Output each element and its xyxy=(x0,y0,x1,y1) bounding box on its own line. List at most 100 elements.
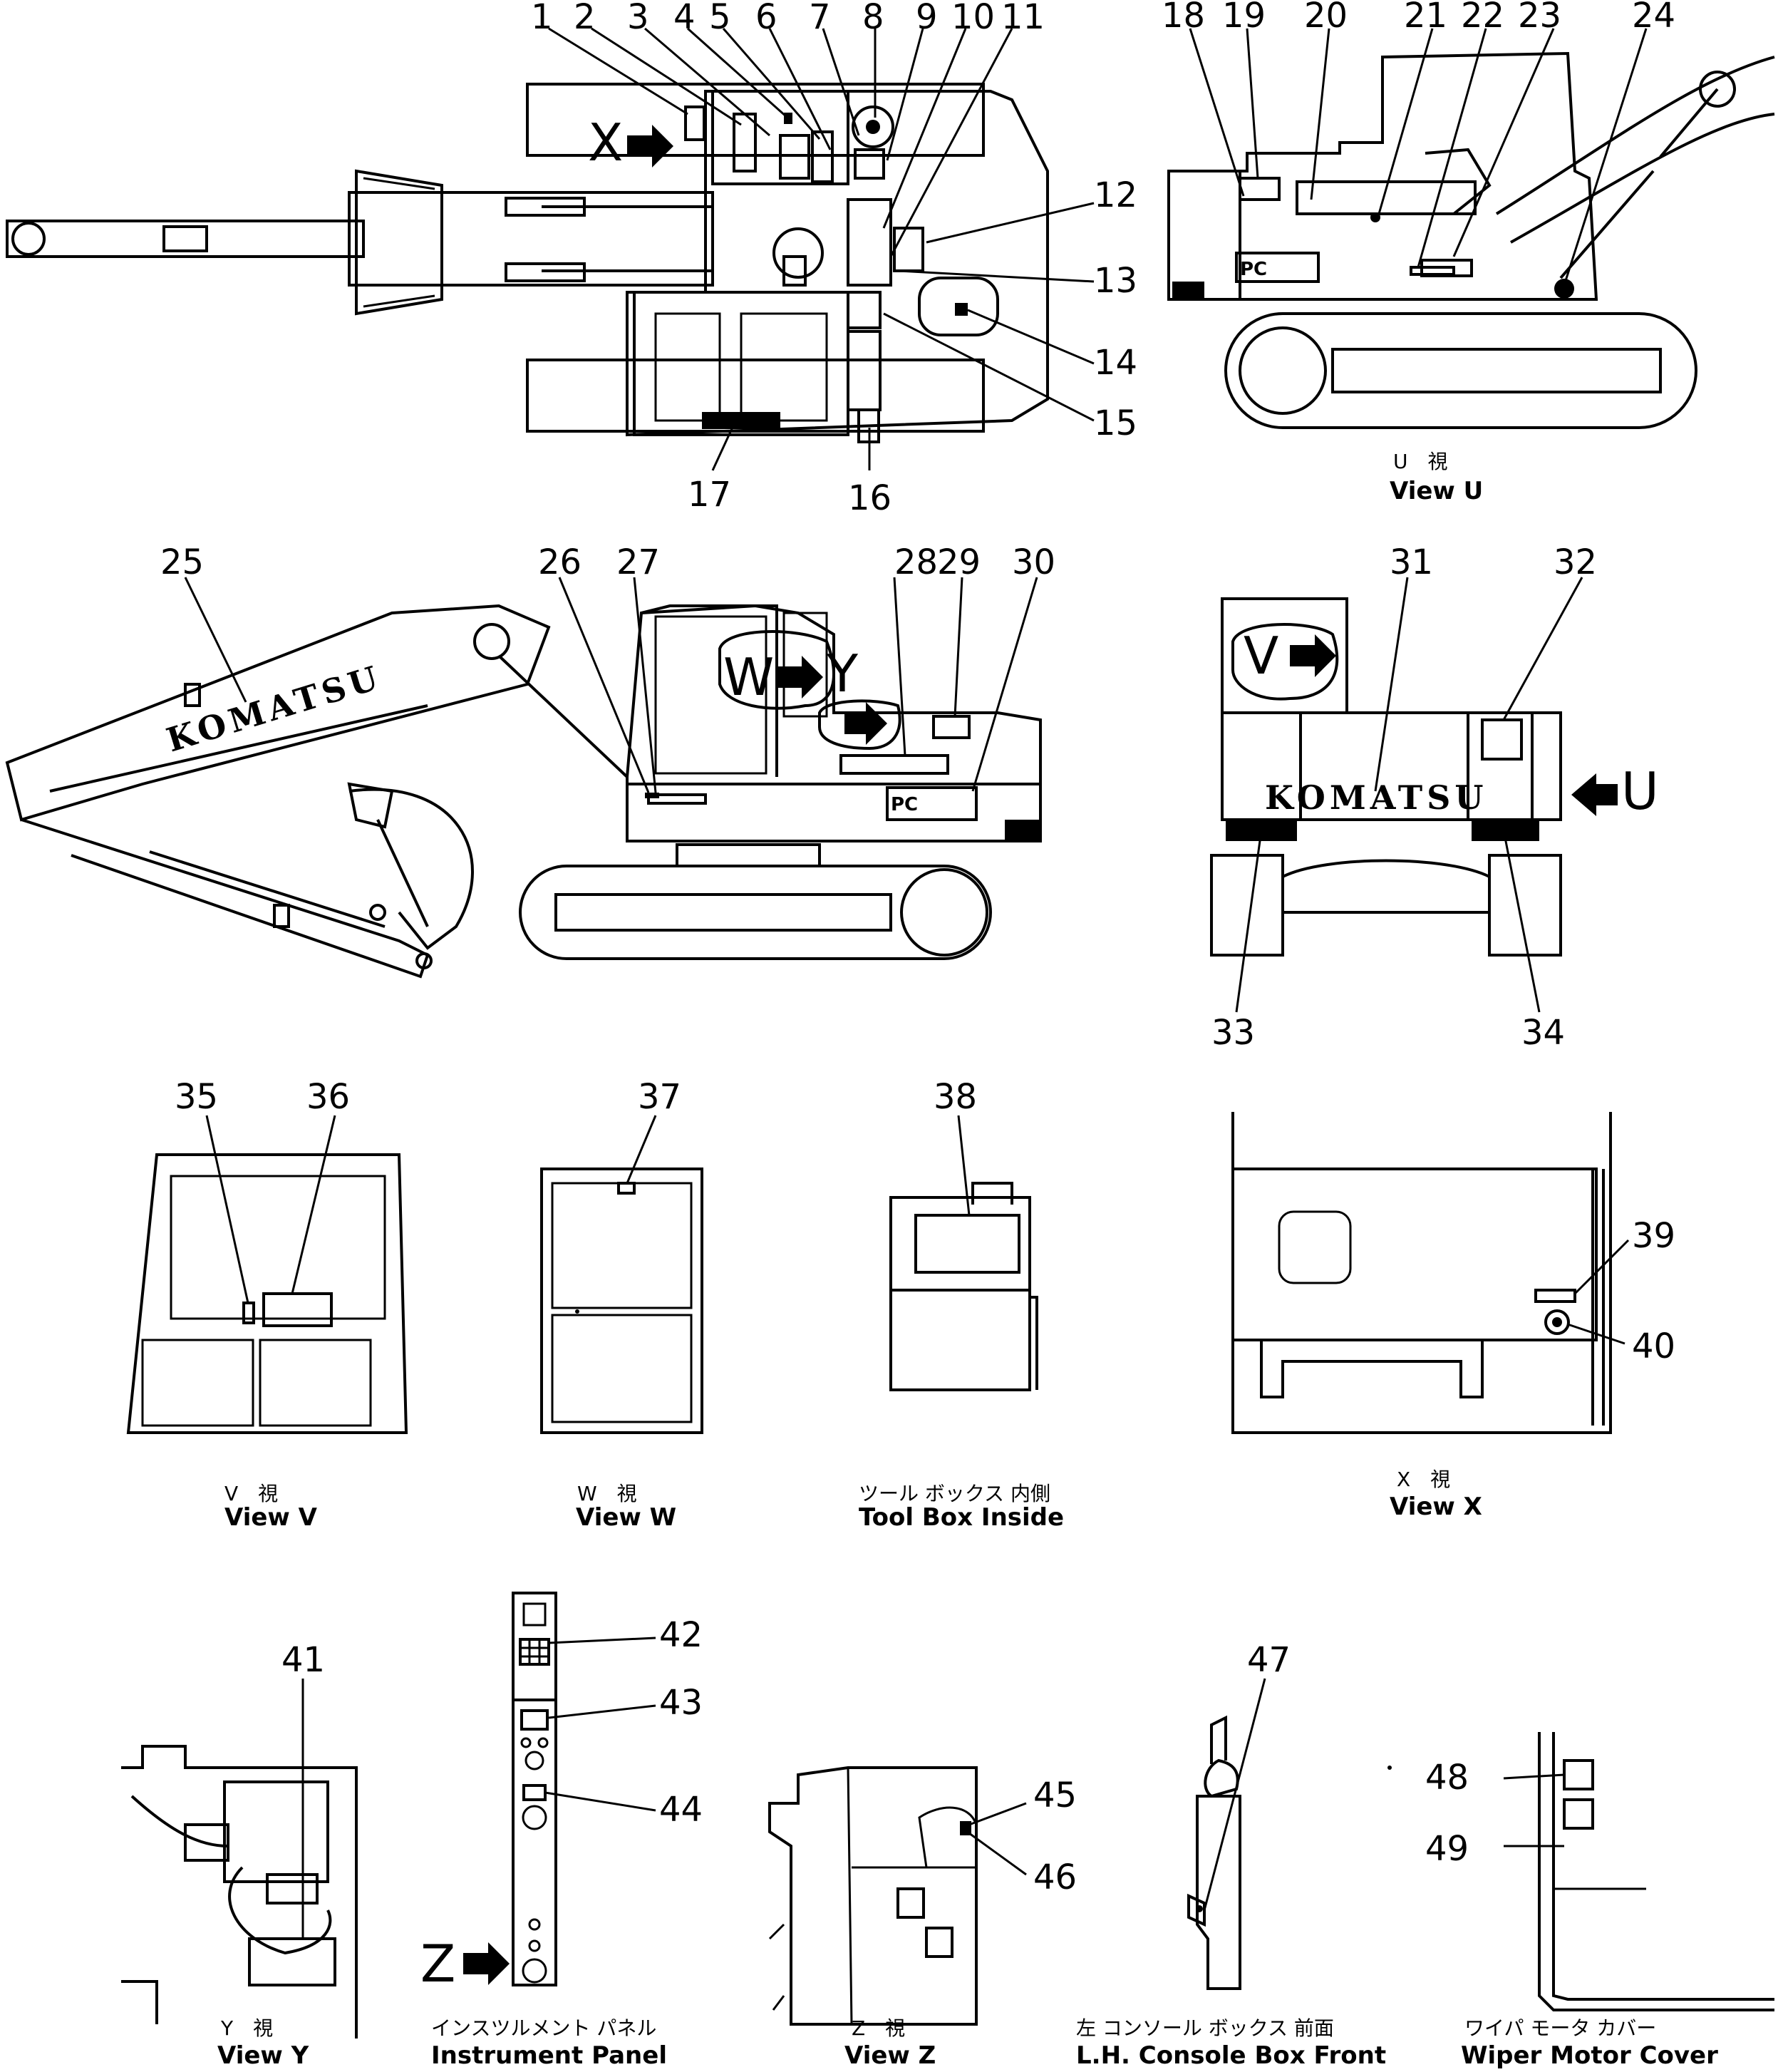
caption-view-v-en: View V xyxy=(224,1503,318,1532)
callout-16: 16 xyxy=(848,478,891,518)
view-w-letter: W xyxy=(723,647,774,707)
callout-29: 29 xyxy=(937,542,981,582)
tool-box-leader xyxy=(957,1115,971,1216)
callout-5: 5 xyxy=(709,0,731,37)
callout-27: 27 xyxy=(616,542,660,582)
callout-31: 31 xyxy=(1390,542,1433,582)
callout-11: 11 xyxy=(1001,0,1045,37)
callout-40: 40 xyxy=(1632,1326,1675,1366)
callout-24: 24 xyxy=(1632,0,1675,36)
callout-12: 12 xyxy=(1094,175,1137,215)
wiper-cover-drawing xyxy=(1538,1732,1774,2011)
callout-21: 21 xyxy=(1404,0,1447,36)
callout-33: 33 xyxy=(1211,1013,1255,1053)
console-box-drawing xyxy=(1187,1715,1241,1990)
callout-2: 2 xyxy=(574,0,596,37)
rear-view-excavator xyxy=(1210,597,1562,957)
view-u-leaders xyxy=(1189,28,1648,286)
callout-15: 15 xyxy=(1094,403,1137,443)
side-view-excavator xyxy=(5,604,1042,979)
view-v-marker: V xyxy=(1244,626,1336,686)
callout-44: 44 xyxy=(659,1790,703,1830)
caption-instrument-panel-en: Instrument Panel xyxy=(431,2041,667,2070)
caption-view-v-jp: V 視 xyxy=(224,1482,278,1505)
caption-console-box-en: L.H. Console Box Front xyxy=(1076,2041,1386,2070)
view-u-letter: U xyxy=(1621,761,1659,821)
callout-20: 20 xyxy=(1304,0,1348,36)
view-y-drawing xyxy=(121,1745,358,2039)
caption-wiper-cover-jp: ワイパ モータ カバー xyxy=(1464,2016,1656,2040)
caption-view-w-jp: W 視 xyxy=(577,1482,637,1505)
caption-view-u-jp: U 視 xyxy=(1393,450,1448,473)
view-x-letter: X xyxy=(588,113,623,172)
caption-view-x-en: View X xyxy=(1390,1493,1482,1521)
callout-6: 6 xyxy=(755,0,777,37)
caption-view-w-en: View W xyxy=(576,1503,676,1532)
callout-28: 28 xyxy=(894,542,938,582)
callout-30: 30 xyxy=(1012,542,1055,582)
callout-34: 34 xyxy=(1521,1013,1565,1053)
view-y-letter: Y xyxy=(826,644,859,703)
rear-view-leaders xyxy=(1235,577,1583,1013)
instrument-panel-drawing xyxy=(512,1592,557,1986)
callout-18: 18 xyxy=(1162,0,1205,36)
callout-14: 14 xyxy=(1094,343,1137,383)
callout-8: 8 xyxy=(862,0,884,37)
view-x-drawing xyxy=(1231,1112,1612,1434)
caption-view-y-jp: Y 視 xyxy=(220,2016,273,2040)
callout-38: 38 xyxy=(934,1077,977,1117)
view-w-leader xyxy=(626,1115,657,1184)
callout-32: 32 xyxy=(1554,542,1597,582)
instrument-panel-leaders xyxy=(544,1637,656,1812)
callout-7: 7 xyxy=(809,0,831,37)
callout-3: 3 xyxy=(627,0,649,37)
callout-23: 23 xyxy=(1518,0,1561,36)
view-y-marker: Y xyxy=(818,644,901,751)
brand-logo-rear: KOMATSU xyxy=(1265,778,1487,817)
caption-wiper-cover-en: Wiper Motor Cover xyxy=(1461,2041,1718,2070)
view-z-letter: Z xyxy=(420,1934,455,1994)
view-u-drawing xyxy=(1167,51,1775,429)
view-z-drawing xyxy=(768,1766,978,2026)
callout-4: 4 xyxy=(673,0,696,37)
view-x-marker: X xyxy=(588,113,673,172)
view-z-marker: Z xyxy=(420,1934,510,1994)
caption-view-u-en: View U xyxy=(1390,477,1483,505)
side-view-leaders xyxy=(184,577,1038,793)
wiper-cover-leaders xyxy=(1503,1773,1565,1847)
callout-46: 46 xyxy=(1033,1857,1077,1897)
callout-19: 19 xyxy=(1222,0,1266,36)
view-z-leaders xyxy=(968,1802,1027,1876)
caption-tool-box-en: Tool Box Inside xyxy=(859,1503,1064,1532)
callout-17: 17 xyxy=(688,475,731,515)
callout-39: 39 xyxy=(1632,1216,1675,1256)
callout-1: 1 xyxy=(531,0,553,37)
callout-43: 43 xyxy=(659,1683,703,1723)
callout-41: 41 xyxy=(281,1640,325,1680)
callout-10: 10 xyxy=(951,0,995,37)
callout-37: 37 xyxy=(638,1077,681,1117)
callout-26: 26 xyxy=(538,542,582,582)
callout-13: 13 xyxy=(1094,261,1137,301)
callout-45: 45 xyxy=(1033,1775,1077,1815)
callout-47: 47 xyxy=(1247,1640,1291,1680)
view-x-leaders xyxy=(1567,1239,1630,1345)
callout-42: 42 xyxy=(659,1615,703,1655)
callout-25: 25 xyxy=(160,542,204,582)
view-w-marker: W xyxy=(718,630,835,710)
caption-view-z-jp: Z 視 xyxy=(852,2016,905,2040)
caption-console-box-jp: 左 コンソール ボックス 前面 xyxy=(1076,2016,1334,2040)
view-v-leaders xyxy=(205,1115,336,1304)
view-w-drawing xyxy=(540,1168,703,1434)
callout-49: 49 xyxy=(1425,1829,1469,1869)
caption-tool-box-jp: ツール ボックス 内側 xyxy=(859,1482,1050,1505)
callout-48: 48 xyxy=(1425,1758,1469,1798)
console-box-leader xyxy=(1203,1678,1266,1911)
top-view-excavator xyxy=(6,83,1049,443)
tool-box-drawing xyxy=(889,1182,1038,1391)
view-v-drawing xyxy=(126,1153,408,1434)
view-v-letter: V xyxy=(1244,626,1278,686)
caption-instrument-panel-jp: インスツルメント パネル xyxy=(431,2016,656,2040)
caption-view-z-en: View Z xyxy=(844,2041,936,2070)
